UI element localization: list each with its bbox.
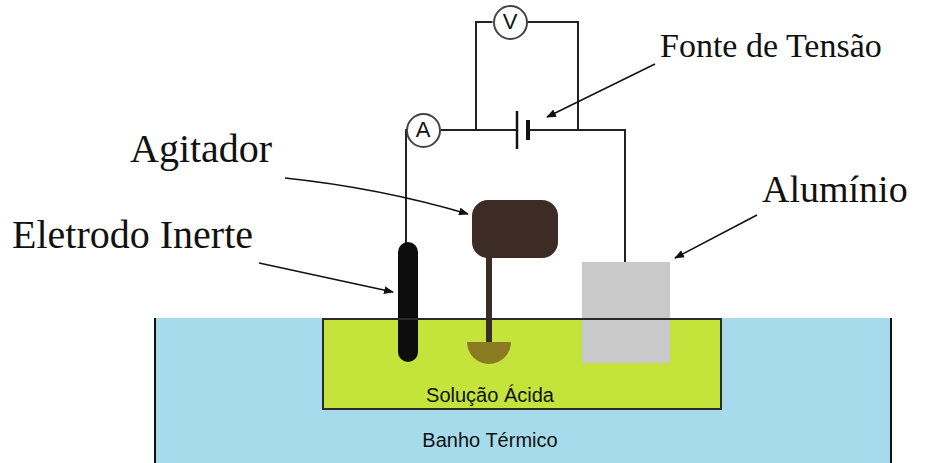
leader-arrow	[285, 178, 468, 214]
part-label: Alumínio	[762, 168, 908, 212]
leader-arrow	[675, 215, 757, 258]
bath-water	[155, 318, 890, 463]
stirrer-shaft	[486, 254, 492, 344]
wire	[528, 130, 625, 263]
part-label: Agitador	[130, 126, 272, 172]
ammeter-circle: A	[406, 113, 441, 148]
voltmeter-circle: V	[493, 5, 528, 40]
stirrer-motor	[472, 200, 558, 258]
acid-solution-box: Solução Ácida	[322, 318, 722, 410]
region-label: Solução Ácida	[426, 384, 554, 406]
battery-plate	[526, 120, 530, 140]
leader-arrow	[259, 263, 393, 292]
thermal-bath: Banho Térmico Solução Ácida	[154, 318, 892, 463]
part-label: Fonte de Tensão	[660, 26, 882, 65]
aluminium-plate	[582, 262, 670, 363]
part-label: Eletrodo Inerte	[12, 212, 253, 258]
wire	[406, 130, 408, 246]
wire	[527, 22, 578, 130]
wire	[476, 129, 517, 131]
wire-connector	[441, 22, 493, 130]
acid-solution	[322, 318, 722, 410]
leader-arrow	[547, 64, 655, 117]
battery-plate	[516, 111, 519, 149]
stirrer-paddle	[467, 342, 511, 364]
meter-symbol: V	[503, 10, 518, 34]
meter-symbol: A	[416, 118, 431, 142]
region-label: Banho Térmico	[422, 429, 557, 451]
inert-electrode	[398, 242, 418, 362]
